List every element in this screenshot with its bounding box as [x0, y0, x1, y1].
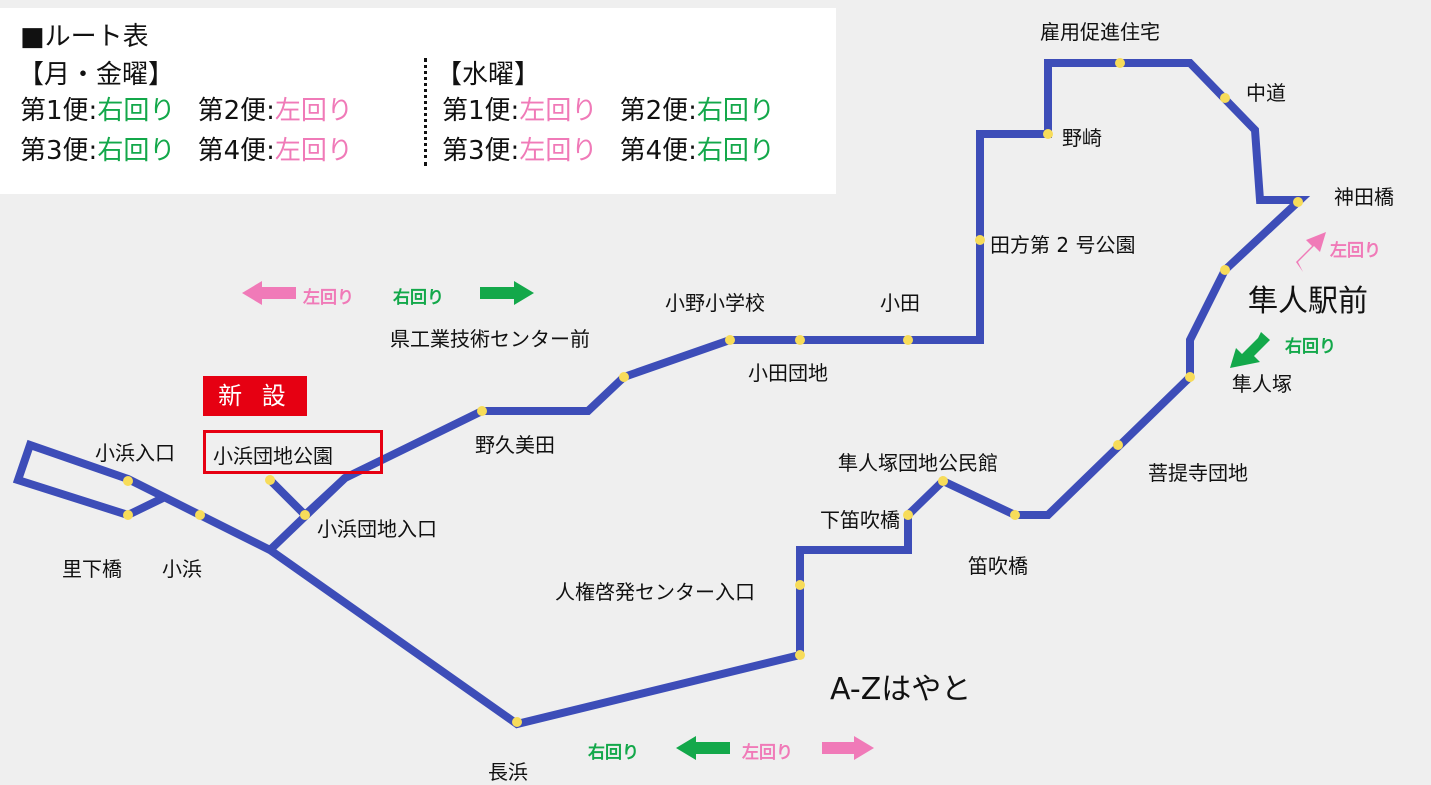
stop-jinken — [795, 580, 805, 590]
dir-left-bottom: 左回り — [742, 743, 793, 763]
label-nozaki: 野崎 — [1062, 126, 1102, 150]
stop-satoshita — [123, 510, 133, 520]
dir-left-east: 左回り — [1330, 241, 1381, 261]
label-kohama-danchi-iri: 小浜団地入口 — [317, 517, 437, 541]
arrow-down-left — [1230, 332, 1270, 368]
label-shimofuki: 下笛吹橋 — [820, 508, 900, 532]
stop-ono-school — [725, 335, 735, 345]
label-kandabashi: 神田橋 — [1334, 185, 1394, 209]
stop-az — [795, 650, 805, 660]
label-oda-danchi: 小田団地 — [748, 361, 828, 385]
label-takata: 田方第 2 号公園 — [990, 233, 1136, 257]
label-satoshita: 里下橋 — [62, 557, 122, 581]
stop-koyo — [1115, 58, 1125, 68]
legend-divider — [424, 58, 427, 166]
stop-fukibashi — [1010, 510, 1020, 520]
arrow-left-top — [242, 281, 296, 305]
label-nokumida: 野久美田 — [475, 433, 555, 457]
stop-shimofuki — [903, 510, 913, 520]
arrow-up-right — [1296, 232, 1326, 272]
stop-hayatozuka — [1185, 372, 1195, 382]
route-table — [0, 8, 836, 194]
label-bodaiji: 菩提寺団地 — [1148, 461, 1248, 485]
route-line — [12, 59, 1311, 729]
arrow-right-bottom — [822, 736, 874, 760]
arrow-right-top — [480, 281, 534, 305]
label-koyo: 雇用促進住宅 — [1040, 20, 1160, 44]
stop-oda — [903, 335, 913, 345]
label-ono-school: 小野小学校 — [665, 291, 765, 315]
stop-nakamichi — [1220, 93, 1230, 103]
label-az: A-Zはやと — [830, 672, 972, 707]
new-badge: 新 設 — [203, 376, 307, 416]
arrow-left-bottom — [676, 736, 730, 760]
dir-left-top: 左回り — [303, 288, 354, 308]
label-nakamichi: 中道 — [1246, 81, 1286, 105]
label-hayatozuka: 隼人塚 — [1232, 372, 1292, 396]
stop-takata — [975, 235, 985, 245]
mon-fri-title: 【月・金曜】 — [18, 60, 175, 90]
new-stop-highlight — [203, 430, 383, 474]
label-kohama-park: 小浜団地公園 — [213, 444, 333, 468]
label-oda: 小田 — [880, 291, 920, 315]
stop-kohama-iri — [123, 476, 133, 486]
stop-oda-danchi — [795, 335, 805, 345]
dir-right-bottom: 右回り — [588, 743, 639, 763]
stop-nokumida — [477, 406, 487, 416]
stop-hall — [938, 476, 948, 486]
stop-kandabashi — [1293, 197, 1303, 207]
mon-fri-row1: 第1便:右回り 第2便:左回り — [20, 96, 353, 126]
dir-right-top: 右回り — [393, 288, 444, 308]
wed-row1: 第1便:左回り 第2便:右回り — [442, 96, 775, 126]
label-fukibashi: 笛吹橋 — [968, 554, 1028, 578]
wed-title: 【水曜】 — [436, 60, 541, 90]
label-kengyo: 県工業技術センター前 — [390, 327, 590, 351]
stop-kohama-park — [265, 475, 275, 485]
stop-bodaiji — [1113, 440, 1123, 450]
label-hall: 隼人塚団地公民館 — [838, 451, 998, 475]
stop-nozaki — [1043, 129, 1053, 139]
route-table-heading: ■ルート表 — [20, 22, 149, 52]
stop-kohama-danchi-iri — [300, 510, 310, 520]
label-hayato-st: 隼人駅前 — [1248, 284, 1368, 319]
label-nagahama: 長浜 — [488, 760, 528, 784]
wed-row2: 第3便:左回り 第4便:右回り — [442, 136, 775, 166]
label-jinken: 人権啓発センター入口 — [555, 580, 755, 604]
route-spur — [267, 475, 348, 521]
label-kohama: 小浜 — [162, 557, 202, 581]
mon-fri-row2: 第3便:右回り 第4便:左回り — [20, 136, 353, 166]
stop-markers — [123, 58, 1303, 727]
stop-kengyo — [619, 372, 629, 382]
stop-hayato-st — [1220, 265, 1230, 275]
stop-kohama — [195, 510, 205, 520]
label-kohama-iri: 小浜入口 — [95, 441, 175, 465]
dir-right-east: 右回り — [1285, 337, 1336, 357]
stop-nagahama — [512, 717, 522, 727]
